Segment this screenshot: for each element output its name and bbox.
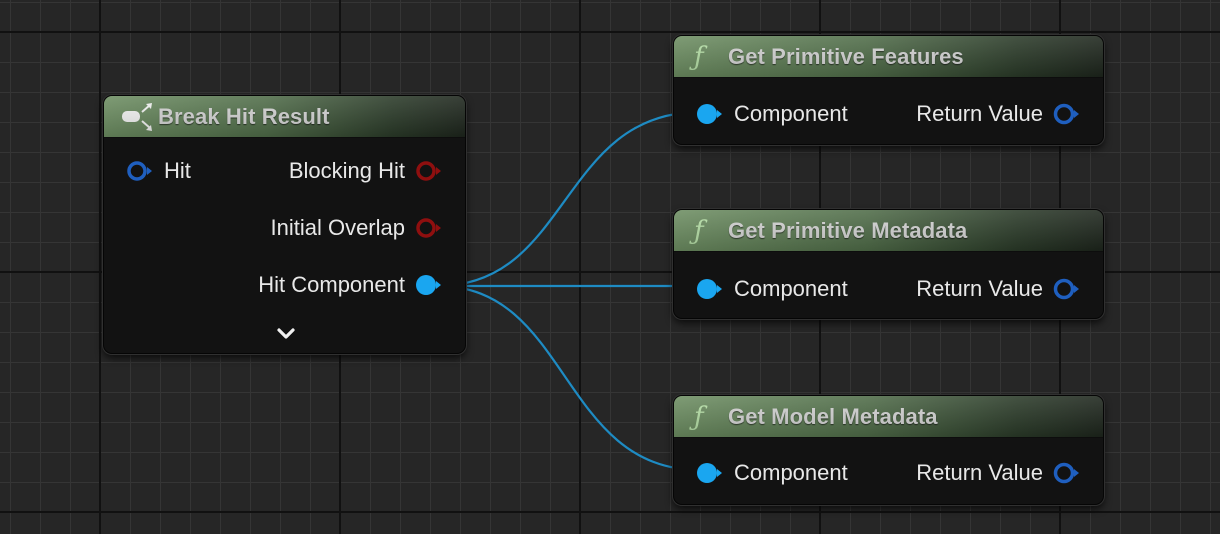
get-primitive-features-node[interactable]: ƒ Get Primitive Features Component Retur… (673, 35, 1104, 145)
pin-return-value-output[interactable]: Return Value (916, 460, 1081, 486)
struct-pin-icon[interactable] (126, 161, 154, 181)
pin-label: Return Value (916, 101, 1043, 126)
pin-hit-component-output[interactable]: Hit Component (258, 272, 443, 298)
pin-label: Hit Component (258, 272, 405, 297)
break-hit-result-node[interactable]: Break Hit Result Hit Blocking Hit Initia… (103, 95, 466, 354)
pin-return-value-output[interactable]: Return Value (916, 276, 1081, 302)
node-header[interactable]: ƒ Get Primitive Features (674, 36, 1103, 78)
object-pin-icon[interactable] (696, 278, 724, 300)
object-pin-icon[interactable] (696, 103, 724, 125)
pin-initial-overlap-output[interactable]: Initial Overlap (270, 215, 443, 241)
pin-blocking-hit-output[interactable]: Blocking Hit (289, 158, 443, 184)
pin-label: Component (734, 460, 848, 485)
object-pin-icon[interactable] (1053, 103, 1081, 125)
bool-pin-icon[interactable] (415, 161, 443, 181)
pin-label: Initial Overlap (270, 215, 405, 240)
node-title: Get Model Metadata (728, 403, 938, 429)
pin-label: Return Value (916, 276, 1043, 301)
node-title: Get Primitive Metadata (728, 217, 968, 243)
pin-label: Return Value (916, 460, 1043, 485)
node-title: Break Hit Result (158, 103, 330, 129)
wire-to-get-model-metadata[interactable] (437, 284, 701, 472)
node-title: Get Primitive Features (728, 43, 964, 69)
pin-component-input[interactable]: Component (696, 460, 848, 486)
node-header[interactable]: ƒ Get Model Metadata (674, 396, 1103, 438)
break-struct-icon (122, 102, 152, 131)
object-pin-icon[interactable] (1053, 278, 1081, 300)
pin-label: Component (734, 101, 848, 126)
pin-label: Hit (164, 158, 191, 183)
function-icon: ƒ (694, 215, 704, 246)
pin-return-value-output[interactable]: Return Value (916, 101, 1081, 127)
wire-to-get-primitive-features[interactable] (437, 110, 701, 288)
function-icon: ƒ (694, 41, 704, 72)
get-model-metadata-node[interactable]: ƒ Get Model Metadata Component Return Va… (673, 395, 1104, 505)
function-icon: ƒ (694, 401, 704, 432)
node-header[interactable]: ƒ Get Primitive Metadata (674, 210, 1103, 252)
pin-hit-input[interactable]: Hit (126, 158, 191, 184)
object-pin-icon[interactable] (415, 274, 443, 296)
pin-label: Blocking Hit (288, 158, 405, 183)
pin-component-input[interactable]: Component (696, 276, 848, 302)
chevron-down-icon[interactable] (276, 327, 296, 341)
bool-pin-icon[interactable] (415, 218, 443, 238)
get-primitive-metadata-node[interactable]: ƒ Get Primitive Metadata Component Retur… (673, 209, 1104, 319)
object-pin-icon[interactable] (696, 462, 724, 484)
node-header[interactable]: Break Hit Result (104, 96, 465, 138)
object-pin-icon[interactable] (1053, 462, 1081, 484)
pin-component-input[interactable]: Component (696, 101, 848, 127)
pin-label: Component (734, 276, 848, 301)
